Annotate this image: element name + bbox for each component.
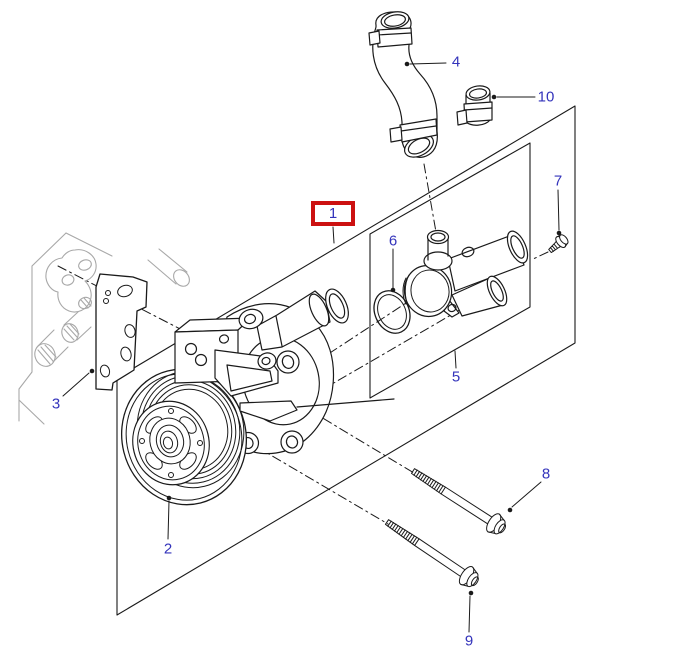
- screw: [548, 234, 569, 254]
- pulley: [120, 368, 248, 506]
- hose-clamp-upper: [368, 27, 413, 48]
- callout-8[interactable]: 8: [541, 465, 551, 483]
- callout-7[interactable]: 7: [553, 172, 563, 190]
- hose: [368, 11, 438, 158]
- leader-dots: [89, 61, 562, 596]
- kit-boundary-box: [116, 105, 576, 616]
- pump-bracket: [174, 288, 395, 422]
- callout-2[interactable]: 2: [163, 540, 173, 558]
- bolt-long-lower: [384, 519, 479, 588]
- bolt-long-upper: [410, 468, 507, 535]
- callout-3[interactable]: 3: [51, 395, 61, 413]
- hose-connector: [456, 85, 493, 126]
- housing-boundary-box: [369, 142, 531, 399]
- callout-6[interactable]: 6: [388, 232, 398, 250]
- gasket: [95, 273, 148, 391]
- callout-5[interactable]: 5: [451, 368, 461, 386]
- callout-9[interactable]: 9: [464, 632, 474, 650]
- engine-block-sketch: [18, 232, 190, 425]
- hose-clamp-lower: [389, 118, 438, 143]
- callout-1[interactable]: 1: [328, 205, 338, 222]
- callout-4[interactable]: 4: [451, 53, 461, 71]
- leader-lines: [62, 61, 562, 633]
- highlight-box-part-1[interactable]: 1: [311, 201, 355, 226]
- thermostat-housing: [402, 229, 529, 318]
- callout-10[interactable]: 10: [537, 88, 555, 106]
